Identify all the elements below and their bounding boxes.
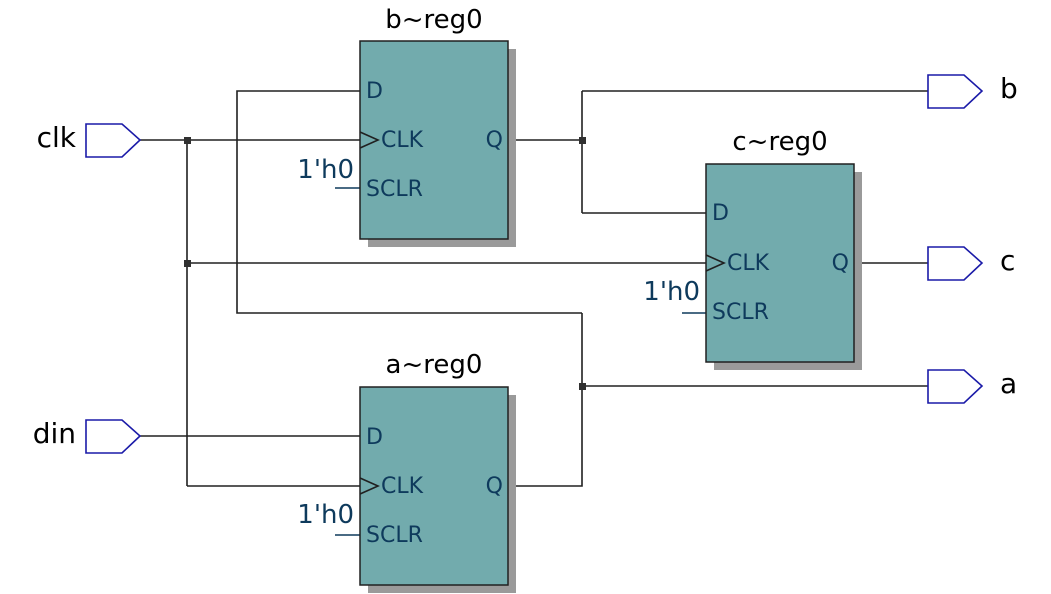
wires: [140, 90, 928, 536]
input-port-clk[interactable]: clk: [37, 121, 142, 158]
output-port-a[interactable]: a: [927, 367, 1017, 404]
sclr-constant: 1'h0: [643, 277, 700, 307]
clock-triangle-icon: [705, 254, 726, 272]
pin-d-label: D: [712, 201, 729, 226]
register-body[interactable]: [705, 163, 855, 363]
register-body[interactable]: [359, 40, 509, 240]
wire-a-feedback: [236, 90, 582, 314]
junctions: [184, 137, 586, 390]
input-port-icon[interactable]: [85, 419, 142, 454]
pin-d-label: D: [366, 79, 383, 104]
pin-q-label: Q: [832, 251, 849, 276]
pin-q-label: Q: [486, 128, 503, 153]
register-title: c~reg0: [732, 127, 827, 157]
register-title: b~reg0: [385, 5, 482, 35]
output-port-b[interactable]: b: [927, 72, 1018, 109]
output-port-label: a: [1000, 367, 1017, 400]
pin-sclr-label: SCLR: [366, 177, 423, 202]
junction-a-q: [579, 383, 586, 390]
pin-clk-label: CLK: [727, 251, 770, 276]
input-port-icon[interactable]: [85, 123, 142, 158]
pin-sclr-label: SCLR: [712, 300, 769, 325]
junction-b-q: [579, 137, 586, 144]
register-title: a~reg0: [386, 350, 483, 380]
sclr-constant: 1'h0: [297, 500, 354, 530]
output-port-label: b: [1000, 72, 1018, 105]
register-a-reg0[interactable]: a~reg0 D CLK SCLR Q 1'h0: [297, 350, 516, 593]
output-port-icon[interactable]: [927, 74, 984, 109]
input-port-label: din: [33, 417, 76, 450]
clock-triangle-icon: [359, 477, 380, 495]
pin-clk-label: CLK: [381, 474, 424, 499]
junction-clk-mid: [184, 260, 191, 267]
register-c-reg0[interactable]: c~reg0 D CLK SCLR Q 1'h0: [643, 127, 862, 370]
output-port-icon[interactable]: [927, 369, 984, 404]
input-port-din[interactable]: din: [33, 417, 142, 454]
clock-triangle-icon: [359, 131, 380, 149]
pin-clk-label: CLK: [381, 128, 424, 153]
pin-q-label: Q: [486, 474, 503, 499]
junction-clk-top: [184, 137, 191, 144]
output-port-label: c: [1000, 244, 1015, 277]
pin-d-label: D: [366, 425, 383, 450]
output-port-c[interactable]: c: [927, 244, 1015, 281]
wire-a-q-out: [510, 313, 583, 487]
input-port-label: clk: [37, 121, 77, 154]
pin-sclr-label: SCLR: [366, 523, 423, 548]
register-body[interactable]: [359, 386, 509, 586]
sclr-constant: 1'h0: [297, 155, 354, 185]
register-b-reg0[interactable]: b~reg0 D CLK SCLR Q 1'h0: [297, 5, 516, 247]
output-port-icon[interactable]: [927, 246, 984, 281]
